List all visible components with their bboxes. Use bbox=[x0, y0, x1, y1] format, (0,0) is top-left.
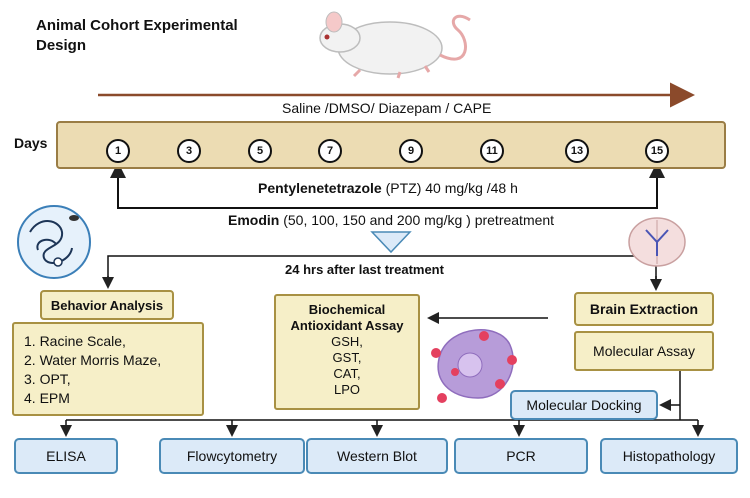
day-marker: 13 bbox=[565, 139, 589, 163]
output-histopathology: Histopathology bbox=[600, 438, 738, 474]
day-marker: 15 bbox=[645, 139, 669, 163]
timeline-label: Saline /DMSO/ Diazepam / CAPE bbox=[282, 100, 492, 116]
list-item: 2. Water Morris Maze, bbox=[24, 352, 162, 368]
biochem-title-1: Biochemical bbox=[308, 302, 386, 317]
emodin-label: Emodin (50, 100, 150 and 200 mg/kg ) pre… bbox=[228, 212, 554, 228]
list-item: GST, bbox=[332, 350, 362, 365]
emodin-bold: Emodin bbox=[228, 212, 280, 228]
list-item: CAT, bbox=[333, 366, 361, 381]
maze-icon bbox=[17, 205, 91, 279]
cell-icon bbox=[431, 329, 517, 403]
output-pcr: PCR bbox=[454, 438, 588, 474]
list-item: 3. OPT, bbox=[24, 371, 71, 387]
page-title: Animal Cohort Experimental Design bbox=[36, 17, 238, 54]
mouse-icon bbox=[319, 11, 471, 79]
brain-icon bbox=[628, 217, 686, 267]
emodin-rest: (50, 100, 150 and 200 mg/kg ) pretreatme… bbox=[279, 212, 555, 228]
biochemical-assay-box: Biochemical Antioxidant Assay GSH, GST, … bbox=[274, 294, 420, 410]
behavior-analysis-box: Behavior Analysis bbox=[40, 290, 174, 320]
day-marker: 3 bbox=[177, 139, 201, 163]
day-marker: 7 bbox=[318, 139, 342, 163]
ptz-label: Pentylenetetrazole (PTZ) 40 mg/kg /48 h bbox=[258, 180, 518, 196]
brain-extraction-box: Brain Extraction bbox=[574, 292, 714, 326]
ptz-bold: Pentylenetetrazole bbox=[258, 180, 382, 196]
day-marker: 5 bbox=[248, 139, 272, 163]
list-item: LPO bbox=[333, 382, 360, 397]
molecular-assay-box: Molecular Assay bbox=[574, 331, 714, 371]
days-bar bbox=[56, 121, 726, 169]
behavior-list: 1. Racine Scale, 2. Water Morris Maze, 3… bbox=[12, 322, 204, 416]
ptz-rest: (PTZ) 40 mg/kg /48 h bbox=[381, 180, 518, 196]
biochem-title-2: Antioxidant Assay bbox=[290, 318, 404, 333]
down-triangle-icon bbox=[370, 231, 412, 254]
day-marker: 11 bbox=[480, 139, 504, 163]
list-item: 4. EPM bbox=[24, 390, 70, 406]
output-western-blot: Western Blot bbox=[306, 438, 448, 474]
day-marker: 1 bbox=[106, 139, 130, 163]
output-elisa: ELISA bbox=[14, 438, 118, 474]
molecular-docking-box: Molecular Docking bbox=[510, 390, 658, 420]
days-label: Days bbox=[14, 135, 48, 151]
list-item: GSH, bbox=[331, 334, 363, 349]
output-flowcytometry: Flowcytometry bbox=[159, 438, 305, 474]
day-marker: 9 bbox=[399, 139, 423, 163]
list-item: 1. Racine Scale, bbox=[24, 333, 126, 349]
after-treatment-label: 24 hrs after last treatment bbox=[285, 262, 444, 277]
